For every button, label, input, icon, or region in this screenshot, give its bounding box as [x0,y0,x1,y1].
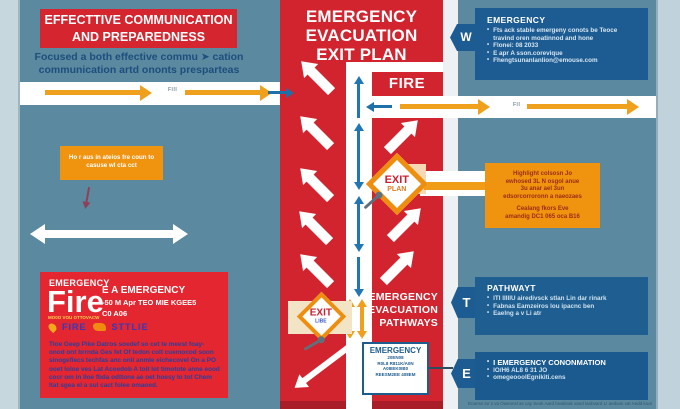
banner-line2: AND PREPAREDNESS [71,30,206,44]
band-right-label: FII [513,102,521,108]
note-connector-line [429,367,453,369]
two-way-arrow-icon [30,224,188,244]
left-rail [0,0,20,409]
communication-banner: EFFECTTIVE COMMUNICATION AND PREPAREDNES… [40,9,237,48]
flow-band-right [346,96,656,118]
list-item: •omegeooolEgnikiti.cens [487,374,566,382]
highlight-card: Highlight colsosn Jo ewhosed 3L N osgol … [485,163,600,228]
white-notch [372,62,443,72]
highlight-note: Ho r aus in ateios fre coun to casuse wl… [60,146,163,180]
bullet-icon: • [487,27,490,33]
flame-icon [46,321,59,333]
blue-arrow-right-icon [268,91,286,94]
contact-card-title: EMERGENCY [487,15,546,25]
orange-arrow-right-icon [45,90,140,95]
bullet-icon: • [487,374,490,381]
blue-flow-arrow-both-icon [357,131,360,182]
fire-card-paragraph: Tloe Geep Pike Datros soedef so cet te m… [49,341,220,390]
list-item: •Flonei: 08 2033 [487,42,539,50]
bullet-icon: • [487,49,490,56]
bullet-icon: • [487,366,490,373]
pathway-card-title: PATHWAYT [487,283,536,293]
fire-card-title-sub: MO0O VOU OTTOVACW [48,315,100,320]
emergency-note-card: EMERGENCY 20EN08 R0L8 R811K/A0N A08IEK0I… [362,342,429,395]
fire-card-tags: FIRE STTLIE [46,321,149,333]
fire-label: FIRE [374,72,440,96]
fire-card-heading-group: E A EMERGENCY -50 M Apr TEO MIE KGEE5 C0… [102,285,197,318]
blue-arrow-left-icon [374,105,392,108]
list-item: •ITI IIIIIU airedivsck stlan Lin dar rin… [487,295,607,302]
bullet-icon: • [487,359,490,365]
page-title: EMERGENCY EVACUATION EXIT PLAN [305,7,418,64]
orange-arrow-right-icon [185,90,260,95]
list-item: •Fhengtsunanlanlion@emouse.com [487,57,598,65]
contact-card: EMERGENCY •Fts ack stable emergeny conot… [475,8,648,80]
sign-connector-bar [424,182,490,190]
settle-tag: STTLIE [111,322,149,332]
band-left-label: FIII [168,87,178,93]
communication-subtitle: Focused a both effective commu ➤ cation … [34,51,244,76]
list-item: •Eaelng a v Li atr [487,310,542,318]
list-item: •Fabnas Eamzeiros lou ipacnc ben [487,302,595,310]
pathways-label: EMERGENCY EVACUATION PATHWAYS [368,291,438,329]
list-item: •IO/H6 AL8 6 31 JO [487,366,548,374]
blue-flow-arrow-down-icon [357,257,360,289]
list-item: •Fts ack stable emergeny conots be Teoce… [487,27,618,42]
bullet-icon: • [487,302,490,309]
confirmation-card: •I EMERGENCY CONONMATION •IO/H6 AL8 6 31… [475,352,648,400]
orange-arrow-right-icon [527,104,627,109]
spark-icon [92,323,106,331]
blue-flow-arrow-both-icon [357,204,360,244]
bullet-icon: • [487,295,490,301]
bullet-icon: • [487,310,490,317]
banner-line1: EFFECTTIVE COMMUNICATION [44,13,233,27]
list-item: •I EMERGENCY CONONMATION [487,358,606,367]
bullet-icon: • [487,42,490,49]
down-arrow-icon [78,186,96,212]
fire-card-kicker: EMERGENCY [49,278,110,288]
orange-flow-arrow-both-icon [360,307,364,331]
right-rail [656,0,680,409]
fire-card-title: Fire [47,284,104,319]
pathway-card: PATHWAYT •ITI IIIIIU airedivsck stlan Li… [475,277,648,335]
fire-tag: FIRE [62,322,87,332]
bullet-icon: • [487,57,490,64]
list-item: •E apr A sson.corevique [487,49,563,57]
fire-card: EMERGENCY Fire MO0O VOU OTTOVACW E A EME… [40,272,228,398]
orange-arrow-right-icon [400,104,478,109]
footnote: Enansn lor s va Oweonsl as cay Seok Aard… [468,401,652,406]
blue-flow-arrow-up-icon [357,84,360,118]
right-white-channel [443,0,458,409]
